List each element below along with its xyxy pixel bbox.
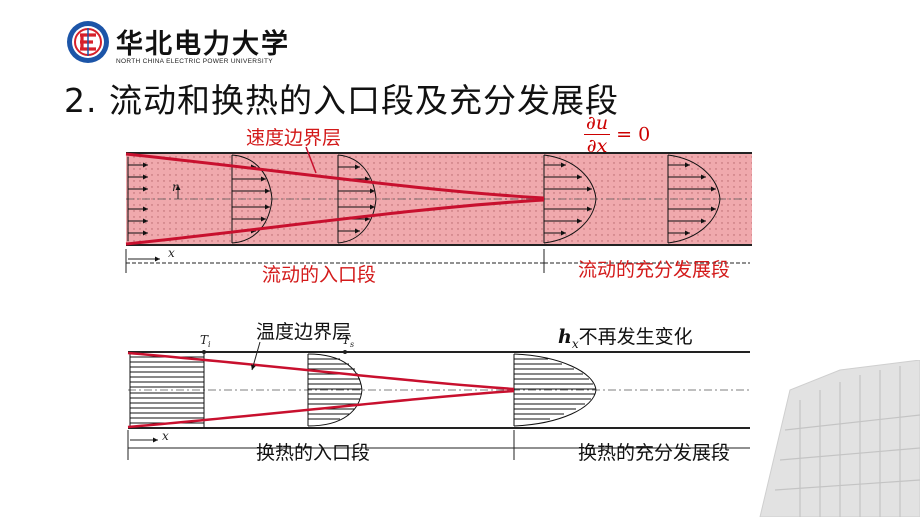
surface-temperature-label: Ts bbox=[342, 333, 354, 349]
thermal-boundary-layer-bottom bbox=[127, 389, 515, 429]
equation-denominator: ∂x bbox=[586, 135, 608, 157]
flow-developed-label: 流动的充分发展段 bbox=[578, 259, 731, 281]
inlet-temperature-label: Ti bbox=[200, 333, 211, 349]
fully-developed-equation: ∂u ∂x = 0 bbox=[584, 112, 650, 157]
university-name-en: NORTH CHINA ELECTRIC POWER UNIVERSITY bbox=[116, 58, 273, 65]
heat-transfer-diagram: Ti Ts x bbox=[127, 333, 750, 460]
velocity-boundary-layer-top bbox=[125, 152, 545, 200]
hx-symbol: h bbox=[558, 326, 572, 348]
velocity-profile-3 bbox=[543, 154, 597, 244]
flow-entrance-label: 流动的入口段 bbox=[262, 264, 377, 286]
building-watermark bbox=[759, 360, 920, 517]
heat-dimension-line bbox=[127, 430, 750, 460]
equation-numerator: ∂u bbox=[584, 112, 611, 135]
hx-constant-label: hx不再发生变化 bbox=[558, 322, 693, 351]
thermal-boundary-layer-top bbox=[127, 351, 515, 391]
velocity-boundary-layer-label: 速度边界层 bbox=[246, 127, 342, 149]
slide-title: 2. 流动和换热的入口段及充分发展段 bbox=[64, 81, 619, 120]
velocity-profile-4 bbox=[667, 154, 721, 244]
flow-dimension-line bbox=[125, 249, 750, 273]
flow-x-label: x bbox=[168, 246, 175, 260]
heat-x-label: x bbox=[162, 429, 169, 443]
derivative-fraction: ∂u ∂x bbox=[584, 112, 611, 157]
inlet-velocity-profile bbox=[127, 157, 148, 241]
heat-entrance-label: 换热的入口段 bbox=[256, 442, 371, 464]
hx-text: 不再发生变化 bbox=[578, 326, 693, 348]
flow-diagram: r bbox=[125, 146, 752, 273]
temperature-profile-2 bbox=[513, 353, 597, 427]
hx-subscript: x bbox=[571, 336, 579, 351]
equation-rhs: = 0 bbox=[616, 123, 651, 146]
university-name-cn: 华北电力大学 bbox=[116, 29, 290, 60]
velocity-boundary-layer-bottom bbox=[125, 198, 545, 246]
velocity-bl-pointer bbox=[305, 146, 317, 174]
temperature-profile-1 bbox=[307, 353, 363, 427]
thermal-boundary-layer-label: 温度边界层 bbox=[256, 321, 352, 343]
university-logo-emblem bbox=[67, 21, 109, 63]
heat-developed-label: 换热的充分发展段 bbox=[578, 442, 731, 464]
thermal-bl-pointer bbox=[250, 341, 261, 371]
pipe-flow-region bbox=[126, 153, 752, 245]
